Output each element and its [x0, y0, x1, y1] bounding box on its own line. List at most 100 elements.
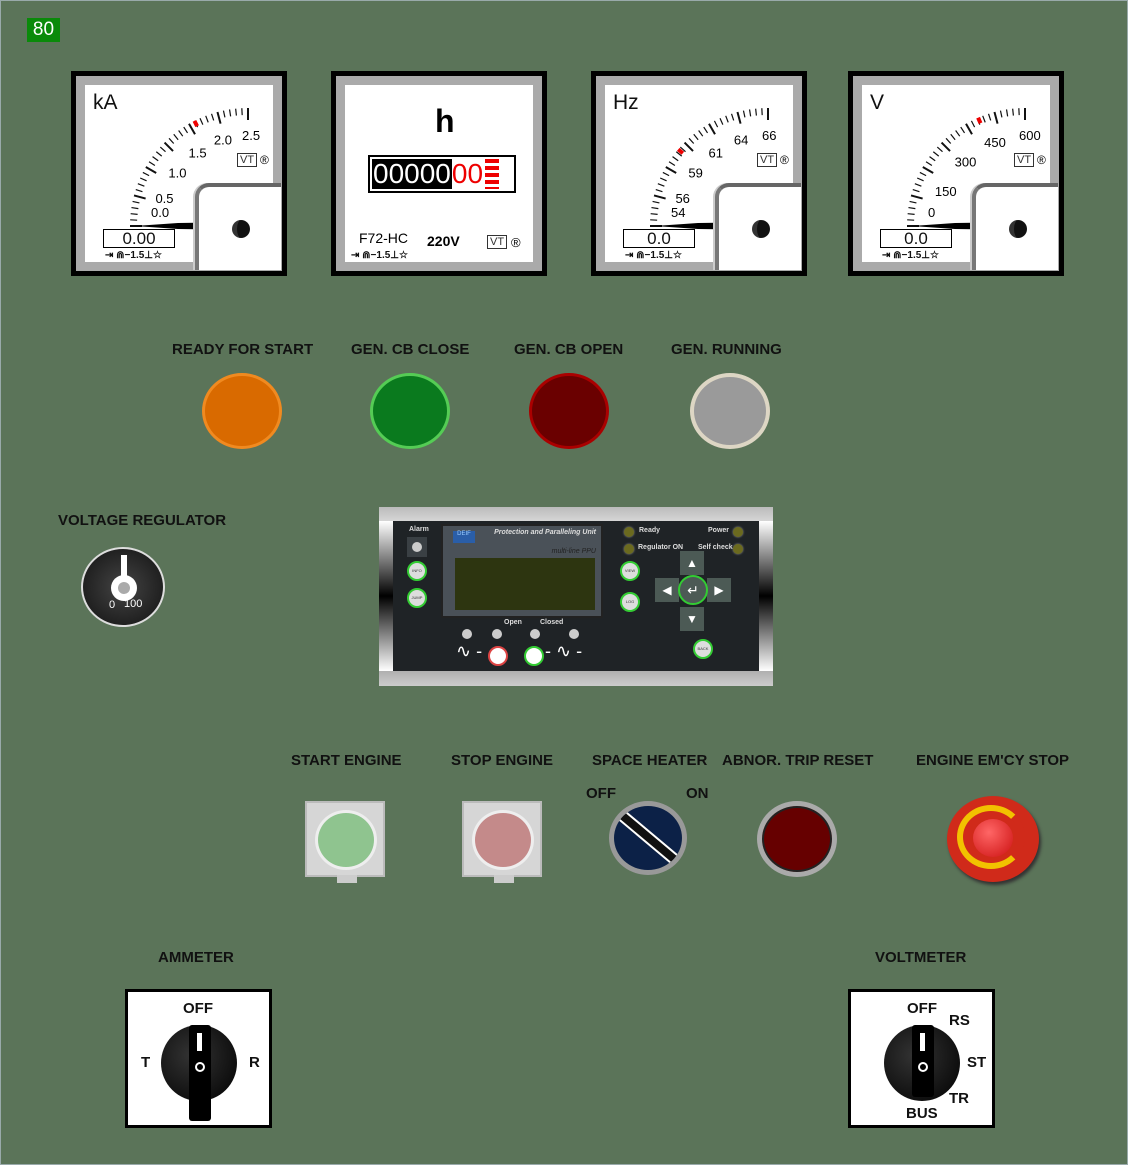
scale-tick: [940, 141, 951, 152]
scale-tick: [922, 166, 934, 174]
hour-unit: h: [435, 103, 455, 139]
scale-tick: [655, 188, 663, 193]
scale-tick: [178, 130, 184, 137]
ammeter-t-label: T: [141, 1054, 151, 1071]
view-button[interactable]: VIEW: [620, 561, 640, 581]
voltmeter-handle[interactable]: [912, 1025, 934, 1097]
meter-symbols: ⇥ ⋒−1.5⊥☆: [351, 250, 408, 261]
scale-tick: [965, 123, 973, 135]
scale-tick: [662, 171, 670, 177]
right-arrow-button[interactable]: ▶: [707, 578, 731, 602]
status-led: [569, 629, 579, 639]
scale-tick: [730, 113, 735, 121]
jump-button[interactable]: JUMP: [407, 588, 427, 608]
lamp-label-cb-close: GEN. CB CLOSE: [351, 341, 470, 358]
ammeter-selector[interactable]: OFF T R: [125, 989, 272, 1128]
voltmeter-rs-label: RS: [949, 1012, 970, 1029]
enter-button[interactable]: ↵: [678, 575, 708, 605]
info-button[interactable]: INFO: [407, 561, 427, 581]
vt-logo: VT: [1014, 153, 1035, 167]
scale-tick: [137, 183, 145, 187]
scale-tick: [703, 126, 709, 134]
needle-cover: [715, 183, 801, 270]
scale-label: 150: [935, 184, 957, 199]
scale-tick: [925, 161, 933, 167]
meter-symbols: ⇥ ⋒−1.5⊥☆: [105, 250, 162, 261]
vt-logo: VT: [487, 235, 508, 249]
limit-mark: [676, 147, 685, 155]
lamp-label-running: GEN. RUNNING: [671, 341, 782, 358]
scale-tick: [155, 151, 163, 157]
stop-engine-button[interactable]: [462, 801, 542, 883]
scale-label: 2.0: [214, 132, 232, 147]
breaker-close-button[interactable]: [524, 646, 544, 666]
start-engine-button[interactable]: [305, 801, 385, 883]
scale-tick: [713, 120, 719, 128]
up-arrow-button[interactable]: ▲: [680, 551, 704, 575]
ammeter-r-label: R: [249, 1054, 260, 1071]
voltmeter-selector[interactable]: OFF RS ST TR BUS: [848, 989, 995, 1128]
space-heater-selector[interactable]: [609, 801, 687, 875]
ammeter-handle[interactable]: [189, 1025, 211, 1121]
scale-tick: [936, 146, 943, 153]
back-button[interactable]: BACK: [693, 639, 713, 659]
scale-label: 600: [1019, 128, 1041, 143]
trip-reset-label: ABNOR. TRIP RESET: [722, 752, 874, 769]
scale-tick: [960, 126, 966, 134]
scale-tick: [159, 146, 166, 153]
scale-tick: [748, 109, 752, 117]
scale-tick: [916, 177, 924, 182]
scale-tick: [139, 177, 147, 182]
regulator-on-label: Regulator ON: [638, 544, 684, 551]
scale-tick: [173, 133, 179, 141]
regulator-min: 0: [109, 599, 116, 611]
scale-tick: [914, 183, 922, 187]
scale-tick: [698, 130, 704, 137]
trip-reset-button[interactable]: [757, 801, 837, 877]
scale-tick: [199, 117, 204, 125]
zero-adjust-icon: [752, 220, 770, 238]
hour-digits: 00000: [372, 158, 452, 189]
scale-tick: [675, 151, 683, 157]
scale-tick: [708, 123, 716, 135]
log-button[interactable]: LOG: [620, 592, 640, 612]
open-led: [492, 629, 502, 639]
scale-tick: [982, 115, 986, 123]
scale-label: 66: [762, 128, 776, 143]
scale-tick: [1005, 109, 1009, 117]
zero-adjust-icon: [1009, 220, 1027, 238]
voltage-regulator-knob[interactable]: 0 100: [81, 547, 165, 627]
needle-cover: [972, 183, 1058, 270]
gauge-unit: V: [870, 91, 885, 114]
ready-lamp: [202, 373, 282, 449]
left-arrow-button[interactable]: ◀: [655, 578, 679, 602]
voltmeter-off-label: OFF: [907, 1000, 937, 1017]
emergency-stop-button[interactable]: [947, 796, 1039, 882]
scale-tick: [132, 200, 140, 204]
down-arrow-button[interactable]: ▼: [680, 607, 704, 631]
scale-tick: [688, 137, 695, 144]
scale-tick: [950, 133, 956, 141]
ready-led: [624, 527, 634, 537]
scale-tick: [135, 188, 143, 193]
deif-logo: DEIF: [453, 531, 475, 543]
scale-tick: [145, 166, 157, 174]
gauge-unit: Hz: [613, 91, 639, 114]
scale-tick: [912, 188, 920, 193]
registered-icon: ®: [260, 153, 269, 167]
gauge-readout: 0.0: [623, 229, 695, 248]
scale-tick: [222, 110, 226, 118]
ppu-controller: Alarm INFO JUMP DEIF Protection and Para…: [379, 507, 773, 686]
busbar-symbol-icon: - ∿ -: [545, 641, 583, 661]
scale-tick: [987, 113, 992, 121]
breaker-open-button[interactable]: [488, 646, 508, 666]
scale-tick: [945, 137, 952, 144]
scale-label: 0.5: [155, 191, 173, 206]
scale-tick: [970, 120, 976, 128]
scale-tick: [929, 156, 936, 162]
needle-cover: [195, 183, 281, 270]
scale-tick: [910, 194, 923, 200]
open-label: Open: [504, 619, 522, 626]
regulator-max: 100: [124, 598, 143, 610]
